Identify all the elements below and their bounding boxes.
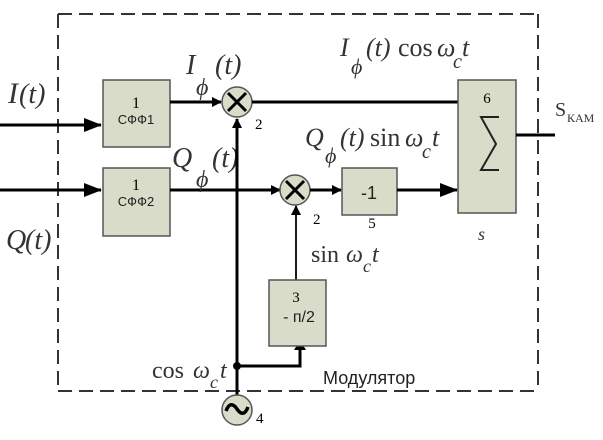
- sine-wave-icon: [224, 403, 250, 415]
- multiplier-1-number: 2: [255, 117, 263, 133]
- phase-shift-block: 3 - п/2: [268, 279, 327, 347]
- filter-block-2: 1 СФФ2: [102, 167, 171, 237]
- svg-text:sin: sin: [370, 123, 400, 152]
- summator-sublabel: s: [478, 224, 485, 244]
- multiplier-1: 2: [221, 86, 263, 133]
- svg-text:ϕ: ϕ: [196, 75, 208, 101]
- svg-text:I: I: [7, 77, 20, 110]
- multiplier-2-number: 2: [313, 212, 321, 228]
- signal-q-sin-label: Q ϕ (t) sin ω c t: [305, 123, 440, 168]
- output-label: S КАМ: [555, 99, 595, 125]
- svg-text:ϕ: ϕ: [325, 143, 336, 168]
- input-q-label: Q (t): [6, 225, 51, 256]
- signal-cos-label: cos ω c t: [152, 358, 228, 392]
- filter-block-1: 1 СФФ1: [102, 79, 171, 148]
- multiplier-2: 2: [279, 174, 321, 228]
- phase-shift-number: 3: [292, 290, 300, 306]
- input-i-label: I (t): [7, 77, 45, 110]
- svg-text:c: c: [210, 372, 218, 392]
- svg-text:ϕ: ϕ: [351, 54, 362, 79]
- inverter-label: -1: [361, 183, 377, 203]
- svg-text:c: c: [422, 141, 431, 163]
- svg-text:ω: ω: [405, 123, 423, 152]
- wire-carrier-to-phase: [237, 348, 302, 368]
- filter-1-label: СФФ1: [118, 112, 154, 127]
- svg-text:(t): (t): [215, 50, 241, 81]
- svg-text:c: c: [453, 51, 462, 73]
- inverter-block: -1 5: [341, 167, 398, 232]
- svg-text:Q: Q: [305, 123, 324, 152]
- svg-text:ϕ: ϕ: [196, 167, 208, 193]
- svg-text:(t): (t): [340, 123, 365, 152]
- svg-text:КАМ: КАМ: [567, 111, 595, 125]
- modulator-frame: [57, 13, 539, 392]
- svg-text:(t): (t): [19, 79, 45, 110]
- svg-text:Q: Q: [6, 225, 26, 256]
- signal-i-cos-label: I ϕ (t) cos ω c t: [339, 33, 470, 79]
- svg-text:(t): (t): [25, 225, 51, 256]
- svg-text:ω: ω: [437, 33, 455, 62]
- svg-text:t: t: [372, 242, 380, 268]
- svg-text:t: t: [462, 33, 470, 62]
- svg-text:Q: Q: [172, 143, 192, 174]
- signal-sin-label: sin ω c t: [311, 242, 380, 276]
- signal-q-phi-label: Q ϕ (t): [172, 143, 238, 193]
- svg-text:cos: cos: [152, 358, 184, 384]
- svg-text:c: c: [363, 256, 371, 276]
- svg-text:t: t: [432, 123, 440, 152]
- filter-2-number: 1: [132, 177, 140, 194]
- oscillator-number: 4: [256, 411, 264, 427]
- frame-label: Модулятор: [323, 368, 415, 388]
- svg-text:I: I: [339, 33, 350, 62]
- junction-dot: [233, 362, 241, 370]
- oscillator: 4: [221, 394, 264, 427]
- svg-text:(t): (t): [366, 33, 391, 62]
- sigma-icon: [479, 116, 499, 171]
- summator-number: 6: [483, 91, 491, 107]
- svg-text:ω: ω: [346, 242, 363, 268]
- signal-i-phi-label: I ϕ (t): [185, 50, 241, 101]
- summator-block: 6 s: [457, 79, 517, 244]
- svg-text:S: S: [555, 99, 566, 121]
- svg-text:(t): (t): [212, 143, 238, 174]
- svg-text:I: I: [185, 50, 197, 81]
- svg-text:t: t: [220, 358, 228, 384]
- svg-text:cos: cos: [398, 33, 433, 62]
- filter-2-label: СФФ2: [118, 194, 154, 209]
- svg-text:sin: sin: [311, 242, 339, 268]
- filter-1-number: 1: [132, 95, 140, 112]
- phase-shift-label: - п/2: [283, 309, 315, 326]
- svg-text:ω: ω: [193, 358, 210, 384]
- inverter-number: 5: [368, 216, 376, 232]
